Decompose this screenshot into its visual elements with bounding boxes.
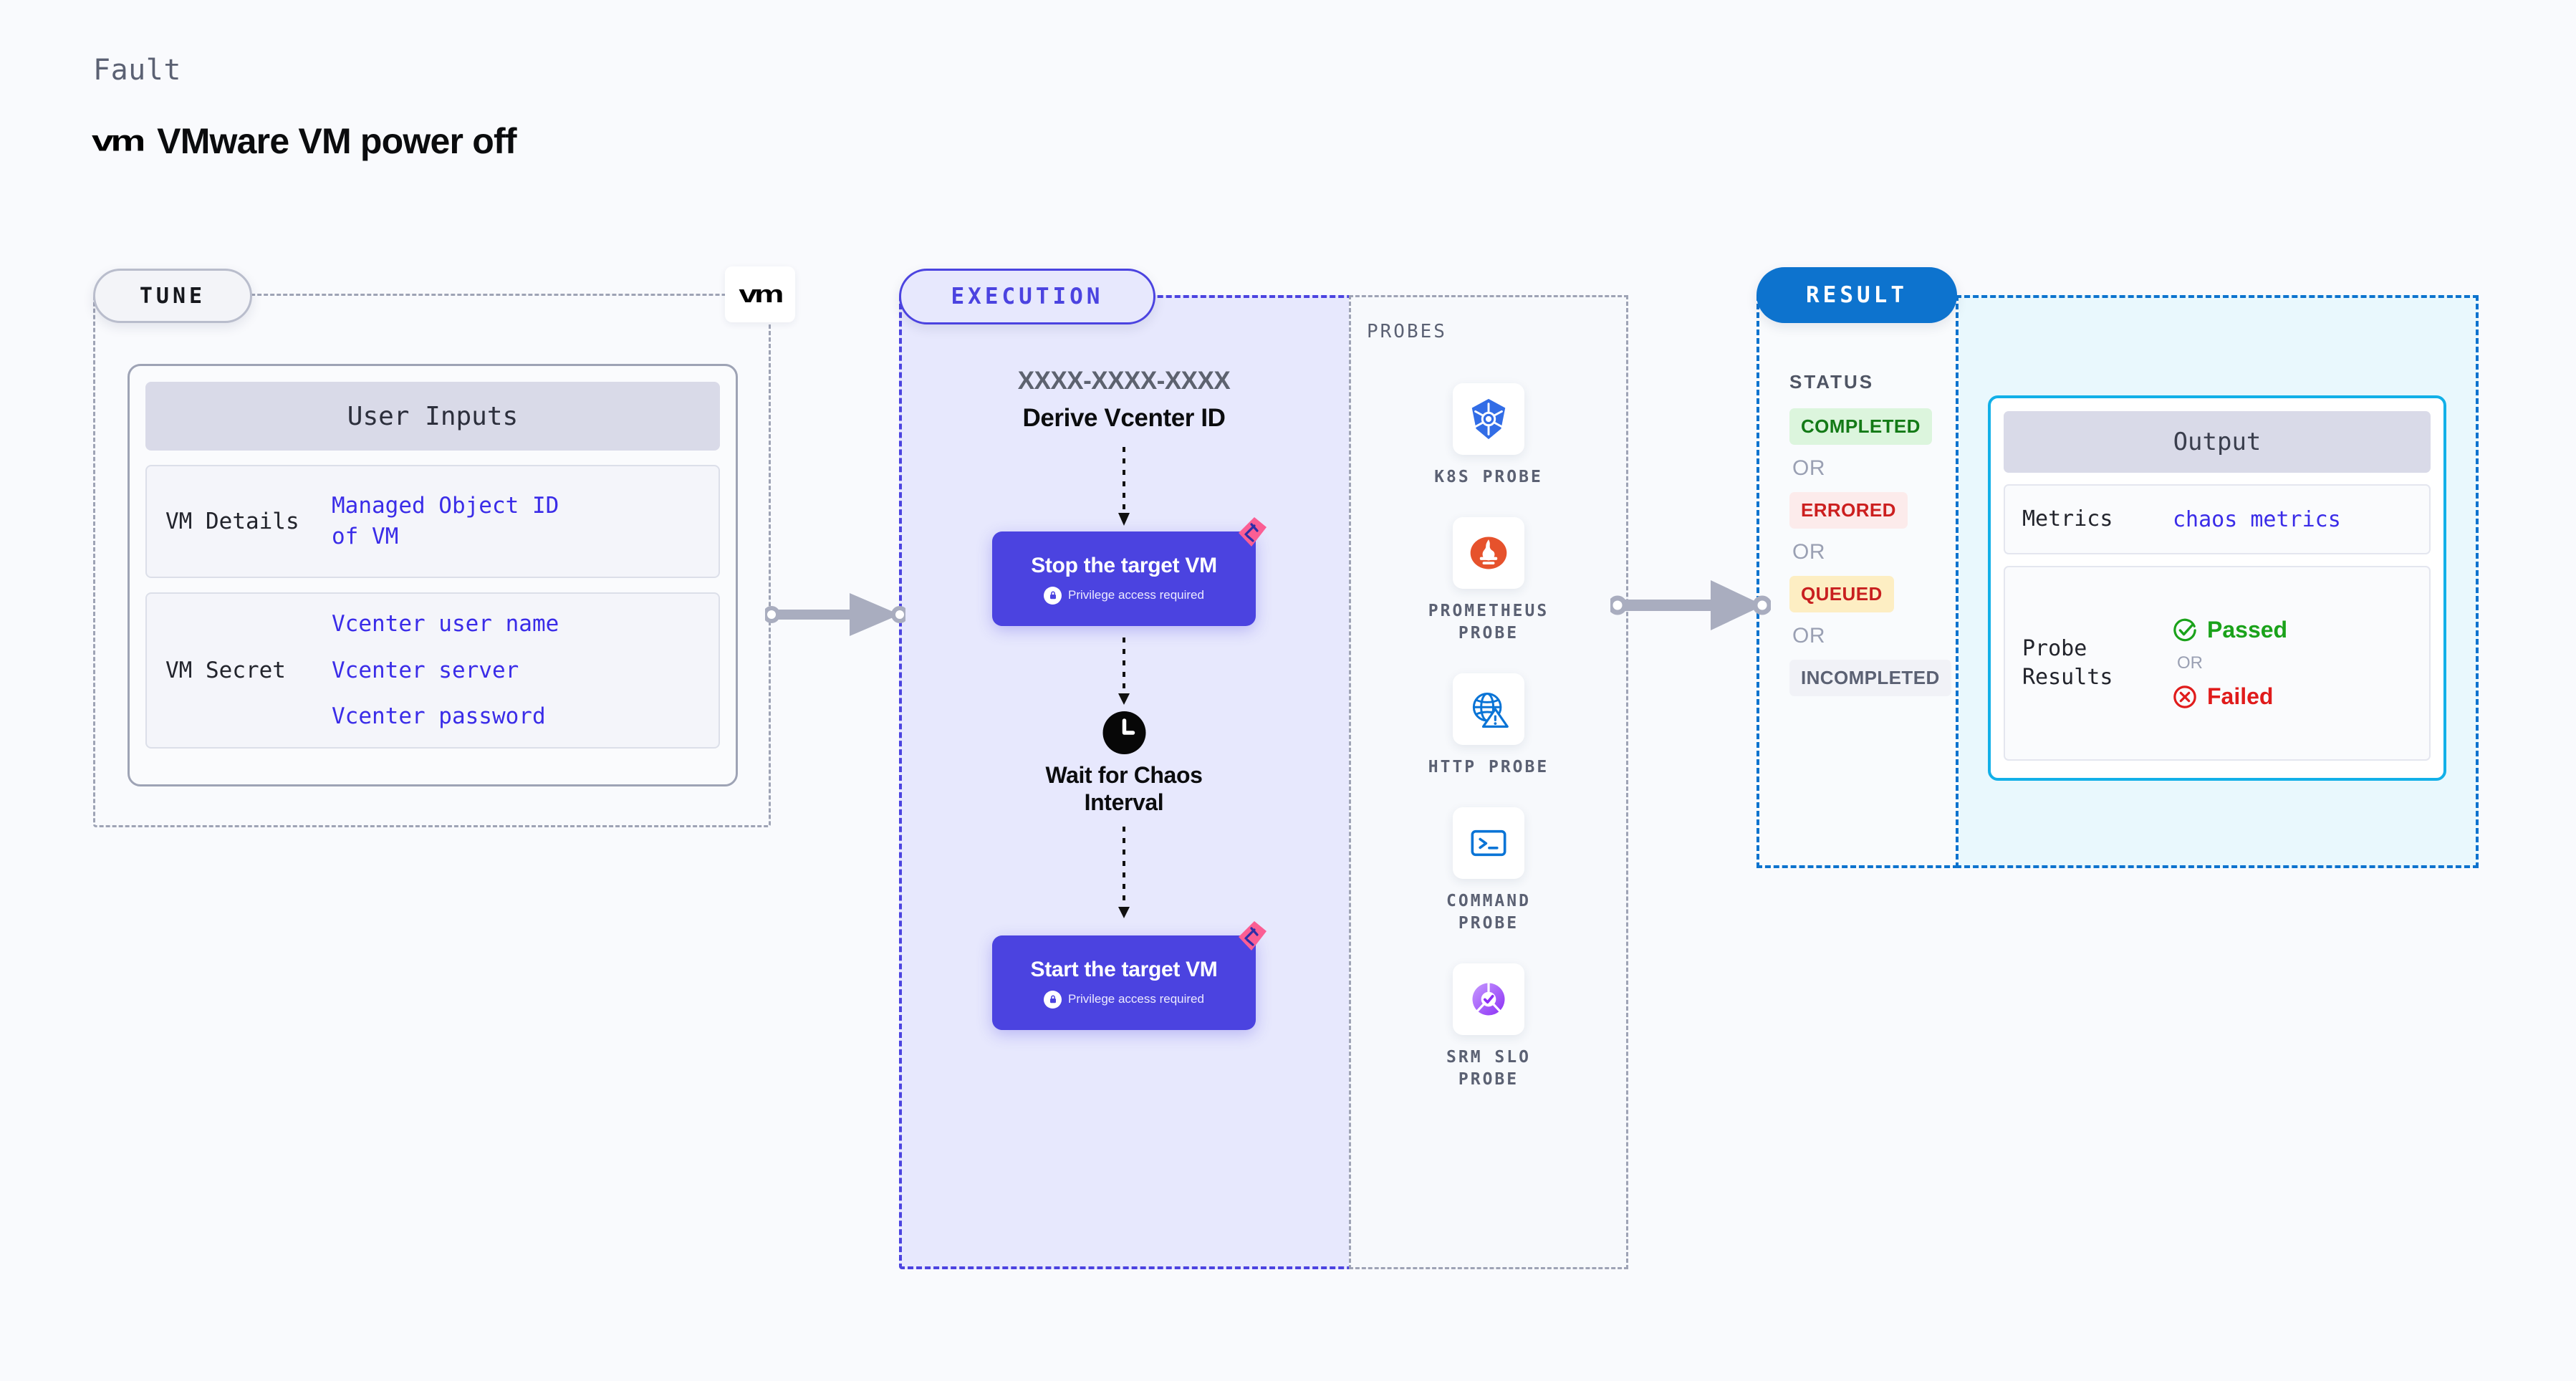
output-heading: Output bbox=[2004, 411, 2431, 473]
flow-arrow-icon bbox=[1115, 827, 1133, 923]
x-circle-icon bbox=[2173, 685, 2196, 708]
status-label: STATUS bbox=[1789, 371, 1875, 393]
probe-item-http[interactable]: HTTP PROBE bbox=[1406, 673, 1571, 779]
terminal-prompt-icon bbox=[1453, 807, 1524, 880]
vm-details-key: VM Details bbox=[165, 509, 299, 534]
user-inputs-heading: User Inputs bbox=[145, 382, 720, 451]
or-separator: OR bbox=[1792, 540, 1825, 564]
action-subtitle: Privilege access required bbox=[1068, 588, 1204, 602]
page-title: VMware VM power off bbox=[157, 121, 516, 161]
execution-pill[interactable]: EXECUTION bbox=[899, 269, 1155, 324]
result-pill[interactable]: RESULT bbox=[1756, 267, 1957, 323]
page-kicker: Fault bbox=[93, 54, 181, 87]
execution-flow: XXXX-XXXX-XXXX Derive Vcenter ID Stop th… bbox=[899, 295, 1349, 1269]
probe-label: K8S PROBE bbox=[1434, 468, 1543, 486]
vm-details-value-0: Managed Object ID bbox=[332, 493, 559, 519]
or-separator: OR bbox=[2177, 653, 2203, 673]
tune-region bbox=[93, 294, 771, 827]
probe-results-key-line2: Results bbox=[2022, 665, 2113, 690]
action-title: Stop the target VM bbox=[1031, 553, 1217, 577]
or-separator: OR bbox=[1792, 624, 1825, 648]
clock-icon bbox=[1102, 711, 1145, 754]
status-badge: COMPLETED bbox=[1789, 408, 1932, 445]
vm-secret-value-2: Vcenter password bbox=[332, 703, 546, 730]
connector-arrow-tune-to-execution bbox=[765, 586, 905, 643]
wait-caption-line2: Interval bbox=[1084, 789, 1164, 815]
kubernetes-icon bbox=[1453, 383, 1524, 455]
lock-icon bbox=[1044, 586, 1062, 605]
table-row: VM Details Managed Object ID of VM bbox=[145, 465, 720, 578]
table-row: VM Secret Vcenter user name Vcenter serv… bbox=[145, 592, 720, 749]
probe-label: HTTP PROBE bbox=[1428, 758, 1549, 777]
vm-details-value-1: of VM bbox=[332, 524, 399, 549]
status-badge: INCOMPLETED bbox=[1789, 660, 1951, 696]
chaos-flag-icon bbox=[1239, 921, 1267, 951]
probe-item-k8s[interactable]: K8S PROBE bbox=[1406, 383, 1571, 489]
passed-label: Passed bbox=[2207, 617, 2288, 643]
vcenter-id-placeholder: XXXX-XXXX-XXXX bbox=[1017, 367, 1231, 395]
flow-arrow-icon bbox=[1115, 447, 1133, 531]
table-row: Probe Results Passed OR Fai bbox=[2004, 566, 2431, 761]
vm-secret-key: VM Secret bbox=[165, 658, 286, 683]
metrics-value-link[interactable]: chaos metrics bbox=[2173, 506, 2341, 532]
check-circle-icon bbox=[2173, 618, 2196, 641]
probe-results-values: Passed OR Failed bbox=[2173, 617, 2287, 710]
srm-slo-gauge-icon bbox=[1453, 963, 1524, 1036]
wait-caption: Wait for Chaos Interval bbox=[1046, 762, 1203, 817]
page-title-row: vm VMware VM power off bbox=[91, 120, 517, 162]
connector-arrow-execution-to-result bbox=[1610, 566, 1771, 645]
action-subtitle-row: Privilege access required bbox=[1044, 990, 1204, 1009]
chaos-flag-icon bbox=[1239, 517, 1267, 547]
prometheus-icon bbox=[1453, 517, 1524, 590]
probe-results-key: Probe Results bbox=[2022, 635, 2173, 691]
probes-panel: PROBES bbox=[1349, 295, 1628, 1269]
probe-result-failed: Failed bbox=[2173, 683, 2287, 710]
tune-pill[interactable]: TUNE bbox=[93, 269, 252, 323]
vmware-logo-icon: vm bbox=[739, 280, 784, 308]
action-title: Start the target VM bbox=[1030, 957, 1218, 981]
derive-vcenter-id-step: Derive Vcenter ID bbox=[1022, 404, 1226, 432]
action-subtitle: Privilege access required bbox=[1068, 992, 1204, 1006]
action-stop-target-vm[interactable]: Stop the target VM Privilege access requ… bbox=[992, 517, 1267, 626]
status-badge: QUEUED bbox=[1789, 576, 1894, 612]
output-card: Output Metrics chaos metrics Probe Resul… bbox=[1988, 395, 2446, 781]
vm-details-values: Managed Object ID of VM bbox=[332, 491, 559, 552]
table-row: Metrics chaos metrics bbox=[2004, 484, 2431, 554]
probe-results-key-line1: Probe bbox=[2022, 636, 2087, 662]
user-inputs-card: User Inputs VM Details Managed Object ID… bbox=[128, 364, 738, 786]
wait-for-chaos-interval-node: Wait for Chaos Interval bbox=[1046, 711, 1203, 817]
status-badge: ERRORED bbox=[1789, 492, 1908, 529]
probe-result-passed: Passed bbox=[2173, 617, 2287, 643]
vm-secret-values: Vcenter user name Vcenter server Vcenter… bbox=[332, 609, 559, 732]
metrics-key: Metrics bbox=[2022, 506, 2113, 532]
http-globe-warning-icon bbox=[1453, 673, 1524, 746]
vm-secret-value-1: Vcenter server bbox=[332, 657, 519, 683]
lock-icon bbox=[1044, 990, 1062, 1009]
action-start-target-vm[interactable]: Start the target VM Privilege access req… bbox=[992, 921, 1267, 1030]
probes-title: PROBES bbox=[1367, 321, 1447, 342]
vmware-logo-icon: vm bbox=[91, 125, 145, 158]
action-subtitle-row: Privilege access required bbox=[1044, 586, 1204, 605]
wait-caption-line1: Wait for Chaos bbox=[1045, 762, 1203, 788]
or-separator: OR bbox=[1792, 456, 1825, 480]
vmware-badge: vm bbox=[725, 266, 795, 322]
vm-secret-value-0: Vcenter user name bbox=[332, 610, 559, 637]
status-badge-list: COMPLETED OR ERRORED OR QUEUED OR INCOMP… bbox=[1789, 408, 1951, 696]
flow-arrow-icon bbox=[1115, 637, 1133, 710]
failed-label: Failed bbox=[2207, 683, 2274, 709]
